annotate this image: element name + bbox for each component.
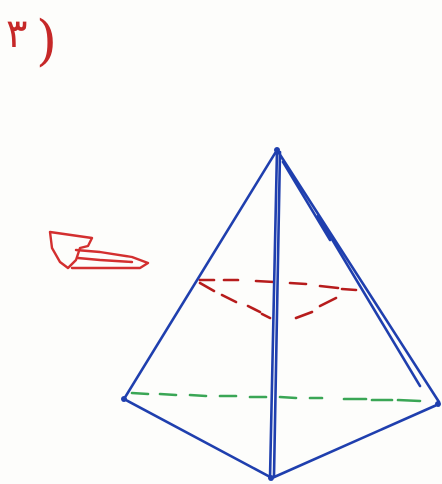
knife-icon	[48, 230, 150, 270]
hidden-base-edge	[130, 391, 422, 403]
problem-number-paren: )	[36, 9, 58, 72]
pyramid-vertices	[121, 147, 441, 481]
pyramid-edges	[122, 148, 441, 480]
problem-number: ٣	[6, 11, 28, 57]
cross-section-cut	[198, 278, 358, 320]
